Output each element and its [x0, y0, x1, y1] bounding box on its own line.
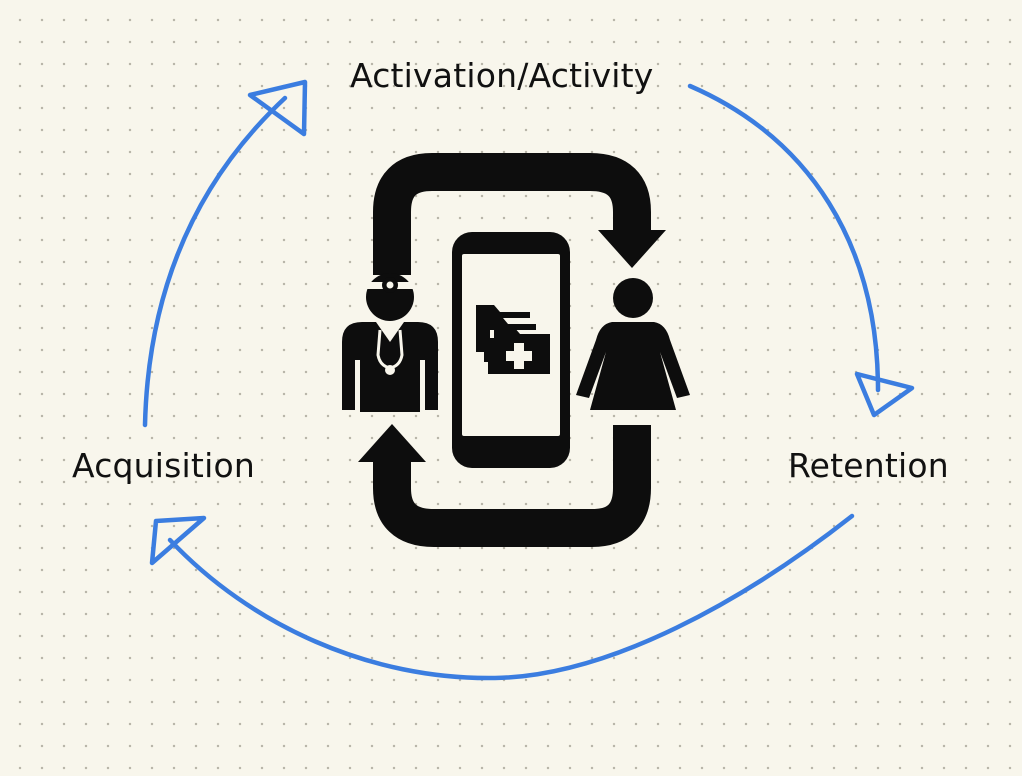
stage-label-retention: Retention — [788, 446, 949, 485]
exchange-arrows-icon — [358, 153, 666, 547]
cycle-arrows — [142, 79, 915, 681]
arrow-activation-to-retention — [687, 83, 915, 418]
arrow-acquisition-to-activation — [142, 79, 308, 428]
doctor-icon — [342, 273, 438, 412]
arrow-retention-to-acquisition — [149, 513, 855, 681]
patient-woman-icon — [576, 278, 690, 410]
stage-label-acquisition: Acquisition — [72, 446, 255, 485]
medical-folder-icon — [476, 305, 550, 374]
stage-label-activation: Activation/Activity — [350, 56, 654, 95]
